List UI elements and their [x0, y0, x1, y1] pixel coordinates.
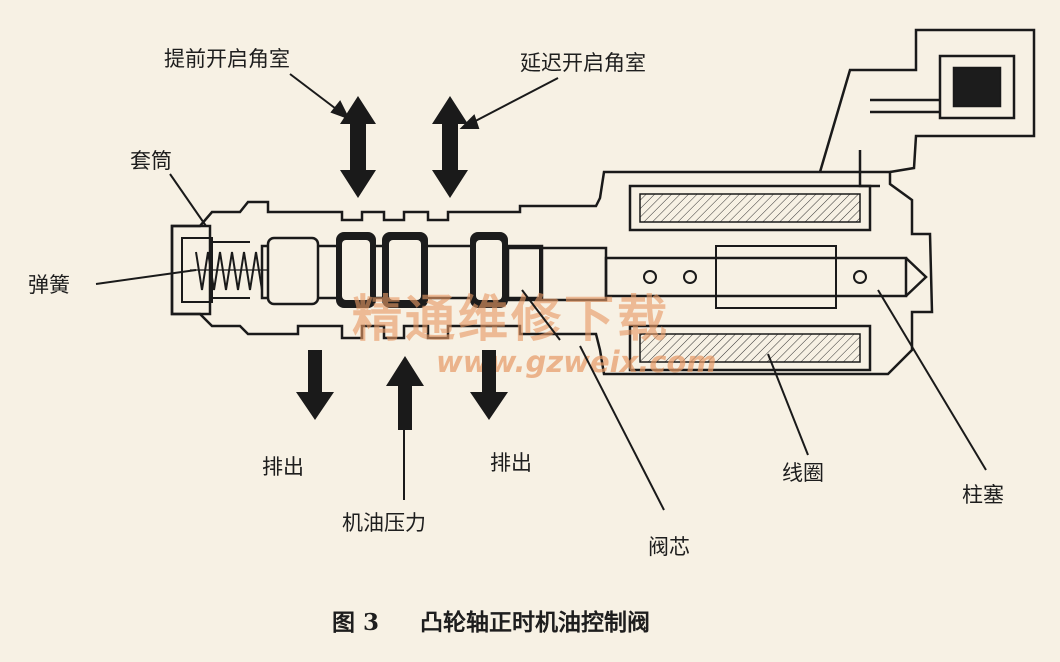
spool	[260, 232, 608, 308]
valve-body	[170, 170, 934, 376]
retard-chamber-arrow	[432, 96, 468, 198]
leader-lines	[95, 73, 987, 511]
label-spring: 弹簧	[28, 273, 70, 297]
label-oil-pressure: 机油压力	[342, 511, 426, 535]
drain-arrow-right	[470, 350, 508, 420]
oil-pressure-arrow	[386, 356, 424, 430]
label-drain-right: 排出	[490, 451, 532, 475]
drain-arrow-left	[296, 350, 334, 420]
label-sleeve: 套筒	[130, 149, 172, 173]
sleeve	[170, 224, 250, 316]
figure-title: 凸轮轴正时机油控制阀	[420, 609, 650, 636]
figure-number: 图 3	[332, 609, 379, 636]
advance-chamber-arrow	[340, 96, 376, 198]
watermark-url: www.gzweix.com	[436, 345, 717, 379]
spring	[190, 251, 268, 291]
plunger	[604, 245, 928, 309]
label-retard-chamber: 延迟开启角室	[520, 51, 646, 75]
coil	[628, 184, 872, 372]
label-drain-left: 排出	[262, 455, 304, 479]
label-plunger: 柱塞	[962, 483, 1004, 507]
label-coil: 线圈	[782, 461, 824, 485]
electrical-connector	[818, 28, 1036, 188]
figure-caption: 图 3 凸轮轴正时机油控制阀	[332, 609, 650, 636]
label-spool: 阀芯	[648, 535, 690, 559]
label-advance-chamber: 提前开启角室	[164, 47, 290, 71]
watermark-text: 精通维修下载	[352, 290, 670, 348]
